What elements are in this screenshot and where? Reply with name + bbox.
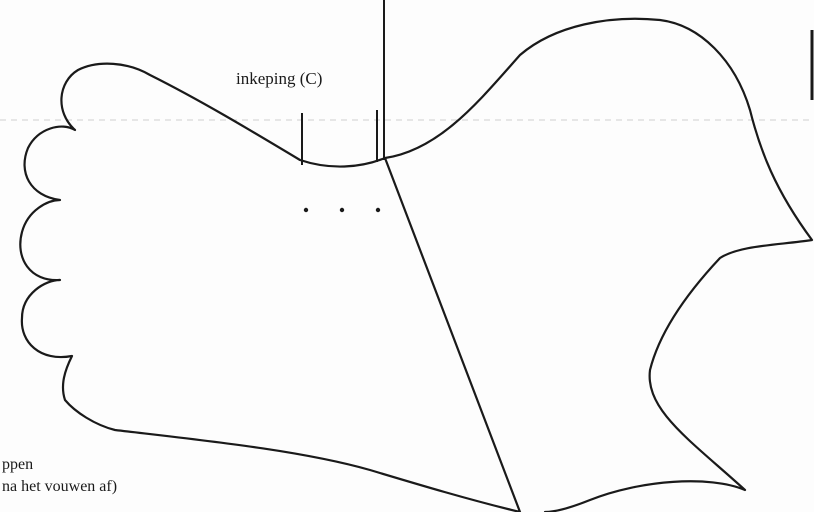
cut-instruction-line1: ppen	[2, 456, 33, 473]
dot-3	[375, 207, 381, 213]
dot-2	[339, 207, 345, 213]
cut-instruction-line2: na het vouwen af)	[2, 478, 117, 495]
dot-1	[303, 207, 309, 213]
notch-label: inkeping (C)	[236, 69, 322, 88]
bird-body-outline	[19, 17, 814, 512]
